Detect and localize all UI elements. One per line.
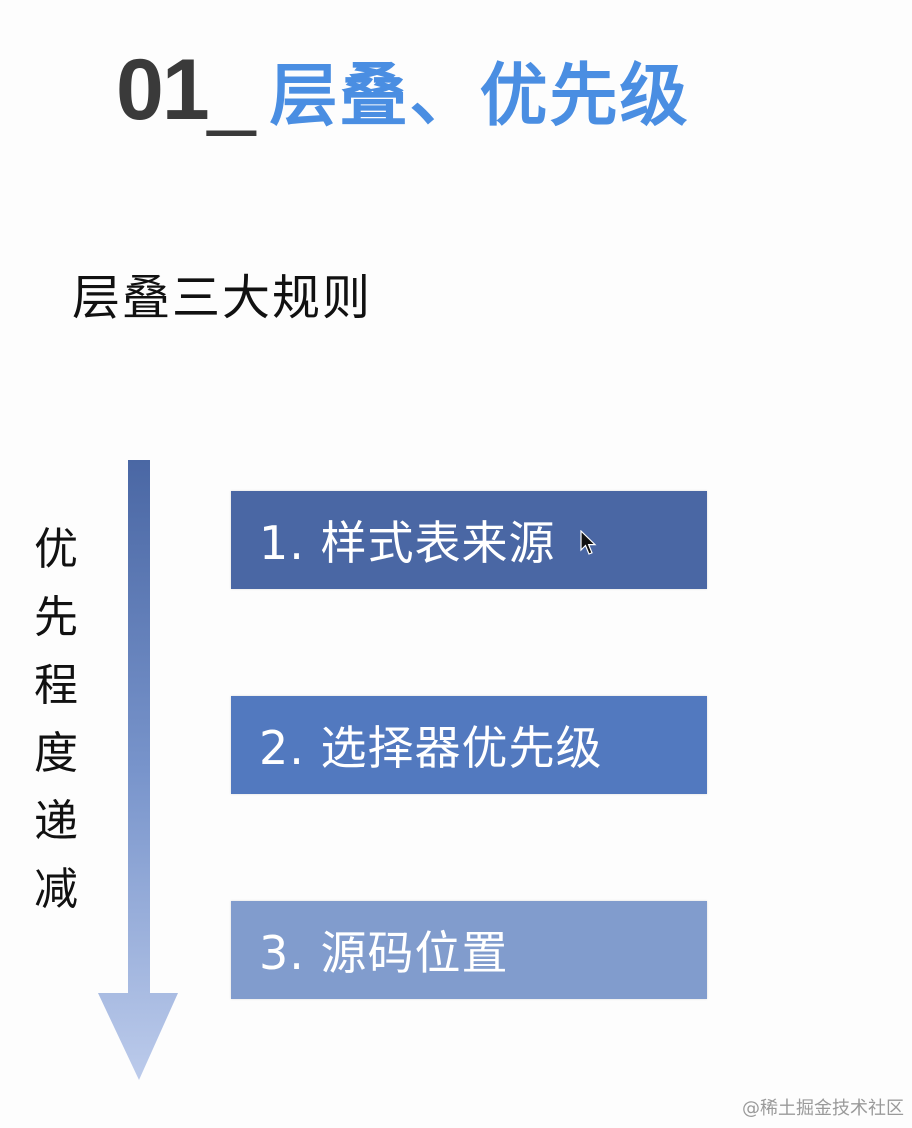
rule-label: 1. 样式表来源 xyxy=(259,516,556,570)
priority-label-char: 程 xyxy=(34,660,78,711)
title-text: 层叠、优先级 xyxy=(269,57,690,136)
rule-label: 2. 选择器优先级 xyxy=(259,721,603,775)
priority-label-char: 减 xyxy=(34,864,78,915)
rule-stylesheet-origin: 1. 样式表来源 xyxy=(231,491,707,589)
priority-label-char: 度 xyxy=(34,728,78,779)
title-number: 01 xyxy=(116,42,210,138)
down-arrow-icon xyxy=(98,460,178,1080)
rule-selector-specificity: 2. 选择器优先级 xyxy=(231,696,707,794)
priority-label-char: 优 xyxy=(34,524,78,575)
priority-label: 优 先 程 度 递 减 xyxy=(30,516,82,924)
watermark: @稀土掘金技术社区 xyxy=(742,1098,904,1119)
mouse-cursor-icon xyxy=(580,530,597,555)
subtitle: 层叠三大规则 xyxy=(72,270,373,326)
page-title: 01 _ 层叠、优先级 xyxy=(116,40,690,140)
priority-label-char: 先 xyxy=(34,592,78,643)
rule-label: 3. 源码位置 xyxy=(259,926,509,980)
rule-source-order: 3. 源码位置 xyxy=(231,901,707,999)
title-separator: _ xyxy=(207,42,256,138)
priority-label-char: 递 xyxy=(34,796,78,847)
